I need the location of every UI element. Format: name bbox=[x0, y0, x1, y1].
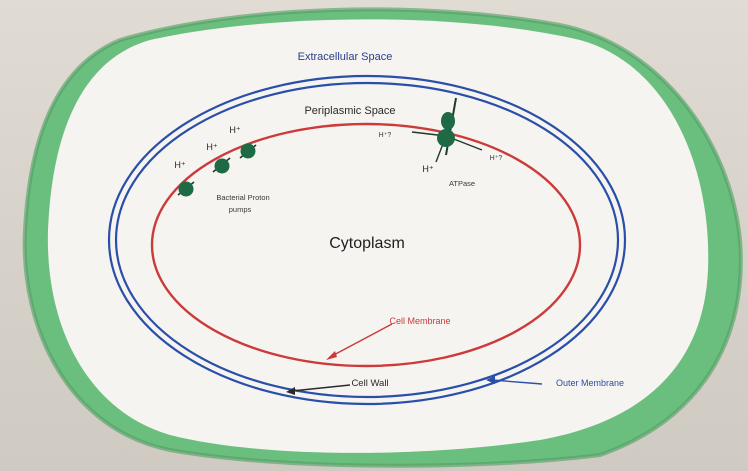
ion-label-right: H⁺? bbox=[490, 155, 503, 162]
cell-membrane-label: Cell Membrane bbox=[389, 316, 450, 326]
proton-pump-protein bbox=[179, 182, 194, 197]
proton-pumps-label-line1: Bacterial Proton bbox=[216, 193, 269, 202]
proton-label: H⁺ bbox=[229, 125, 240, 135]
atpase-base bbox=[437, 129, 455, 147]
proton-label: H⁺ bbox=[206, 142, 217, 152]
proton-label: H⁺ bbox=[174, 160, 185, 170]
periplasmic-space-label: Periplasmic Space bbox=[304, 105, 395, 117]
extracellular-space-label: Extracellular Space bbox=[298, 51, 393, 63]
proton-pump-protein bbox=[215, 159, 230, 174]
outer-membrane-label: Outer Membrane bbox=[556, 378, 624, 388]
cell-wall-label: Cell Wall bbox=[351, 378, 388, 389]
cytoplasm-label: Cytoplasm bbox=[329, 235, 405, 252]
proton-pumps-label-line2: pumps bbox=[229, 205, 252, 214]
proton-pump-protein bbox=[241, 144, 256, 159]
atpase-label: ATPase bbox=[449, 179, 475, 188]
atpase-head bbox=[441, 112, 455, 130]
ion-label-left: H⁺? bbox=[379, 132, 392, 139]
proton-label: H⁺ bbox=[422, 164, 433, 174]
